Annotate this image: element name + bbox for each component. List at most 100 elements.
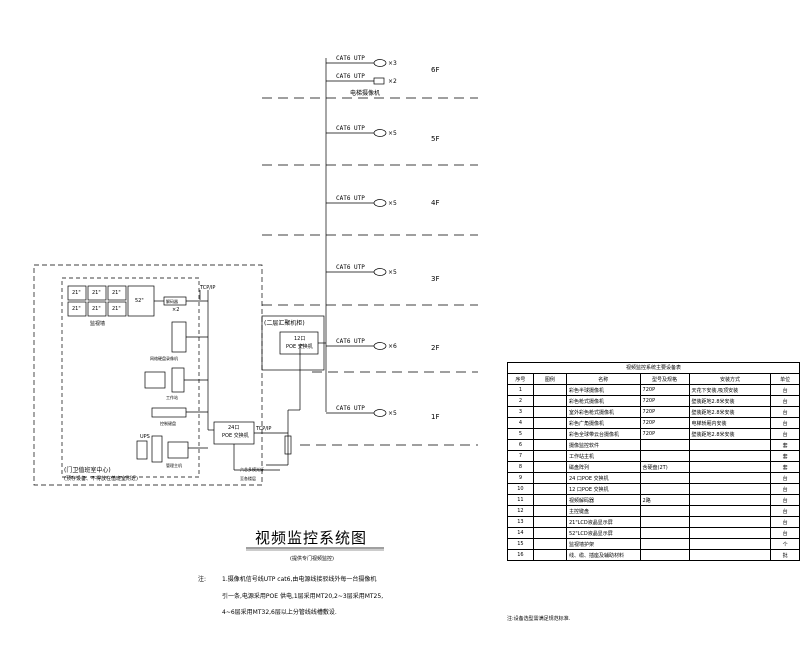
floor-label-6f: 6F <box>431 66 440 74</box>
table-cell: 套 <box>770 450 800 462</box>
core-switch-label: 24口 <box>228 425 240 431</box>
control-room-box <box>33 264 263 486</box>
table-cell <box>639 538 690 550</box>
table-cell: 室外彩色枪式摄像机 <box>565 406 641 418</box>
floor2-switch-label2: POE 交换机 <box>286 344 313 350</box>
table-cell: 8 <box>507 461 534 473</box>
table-cell: 720P <box>639 395 690 407</box>
floor-label-5f: 5F <box>431 135 440 143</box>
table-cell <box>688 505 772 517</box>
monitor-label: 21" <box>72 306 81 312</box>
monitor-label: 21" <box>92 306 101 312</box>
table-cell: 彩色枪式摄像机 <box>565 395 641 407</box>
table-cell: 台 <box>770 494 800 506</box>
table-cell: 21"LCD液晶显示屏 <box>565 516 641 528</box>
table-header: 型号及规格 <box>639 373 690 385</box>
table-cell <box>532 516 567 528</box>
table-cell: 壁装距地2.8米安装 <box>688 406 772 418</box>
table-cell: 13 <box>507 516 534 528</box>
cable-label: CAT6 UTP <box>336 405 365 412</box>
nvr-label: 网络硬盘录像机 <box>150 356 178 361</box>
notes-label: 注: <box>198 576 207 583</box>
table-header: 单位 <box>770 373 800 385</box>
camera-count: ×5 <box>388 269 397 276</box>
notes-line: 4~6层采用MT32,6层以上分管线线槽敷设. <box>222 609 337 616</box>
table-cell <box>639 450 690 462</box>
table-cell: 720P <box>639 406 690 418</box>
table-cell: 主控键盘 <box>565 505 641 517</box>
table-cell: 1 <box>507 384 534 396</box>
cable-label: CAT6 UTP <box>336 338 365 345</box>
camera-count: ×3 <box>388 60 397 67</box>
tcpip-label: TCP/IP <box>256 426 272 432</box>
pc-tower-icon <box>151 435 163 463</box>
table-cell <box>532 527 567 539</box>
table-cell: 台 <box>770 395 800 407</box>
camera-count: ×5 <box>388 410 397 417</box>
table-cell: 4 <box>507 417 534 429</box>
table-cell <box>688 439 772 451</box>
core-switch-label2: POE 交换机 <box>222 433 249 439</box>
camera-count: ×6 <box>388 343 397 350</box>
table-cell <box>532 428 567 440</box>
decoder-count: ×2 <box>172 307 180 313</box>
monitor-label: 21" <box>72 290 81 296</box>
tcpip-label: TCP/IP <box>200 285 216 291</box>
table-cell <box>688 483 772 495</box>
table-cell <box>639 549 690 561</box>
table-cell <box>688 549 772 561</box>
table-cell: 磁盘阵列 <box>565 461 641 473</box>
table-cell: 彩色全球带云台摄像机 <box>565 428 641 440</box>
table-cell <box>688 527 772 539</box>
table-cell: 台 <box>770 472 800 484</box>
notes-line: 引一条,电源采用POE 供电,1层采用MT20,2~3层采用MT25, <box>222 593 384 600</box>
table-cell: 工作站主机 <box>565 450 641 462</box>
diagram-title: 视频监控系统图 <box>255 529 368 547</box>
floor2-cabinet-label: (二层汇聚机柜) <box>264 320 305 327</box>
floor-label-3f: 3F <box>431 275 440 283</box>
workstation-icon <box>144 371 166 389</box>
table-cell: 2 <box>507 395 534 407</box>
branch-lines <box>326 62 374 414</box>
table-header-row: 序号 图例 名称 型号及规格 安装方式 单位 <box>507 373 800 385</box>
cable-label: CAT6 UTP <box>336 73 365 80</box>
table-cell: 台 <box>770 384 800 396</box>
table-cell <box>532 494 567 506</box>
table-cell: 11 <box>507 494 534 506</box>
camera-count: ×5 <box>388 200 397 207</box>
floor-label-4f: 4F <box>431 199 440 207</box>
monitor-label: 21" <box>92 290 101 296</box>
cable-label: CAT6 UTP <box>336 125 365 132</box>
table-cell: 2路 <box>639 494 690 506</box>
pc-monitor-icon <box>167 441 189 459</box>
pc-label: 管理主机 <box>166 463 182 468</box>
table-cell: 10 <box>507 483 534 495</box>
ups-label: UPS <box>140 434 150 440</box>
table-cell: 720P <box>639 417 690 429</box>
table-cell <box>639 516 690 528</box>
table-cell: 720P <box>639 384 690 396</box>
cable-label: CAT6 UTP <box>336 264 365 271</box>
table-cell <box>532 384 567 396</box>
table-cell: 线、缆、插座及辅助材料 <box>565 549 641 561</box>
floor-label-2f: 2F <box>431 344 440 352</box>
table-footnote: 注:设备选型需满足规范标准. <box>507 616 571 622</box>
ups-icon <box>136 440 148 460</box>
table-cell <box>532 472 567 484</box>
table-cell: 壁装距地2.8米安装 <box>688 395 772 407</box>
table-cell: 台 <box>770 406 800 418</box>
monitor-label: 21" <box>112 306 121 312</box>
table-caption: 视频监控系统主要设备表 <box>507 362 800 373</box>
diagram-subtitle: (提供专门视频监控) <box>290 556 334 562</box>
table-cell: 监视墙护架 <box>565 538 641 550</box>
table-cell <box>532 549 567 561</box>
